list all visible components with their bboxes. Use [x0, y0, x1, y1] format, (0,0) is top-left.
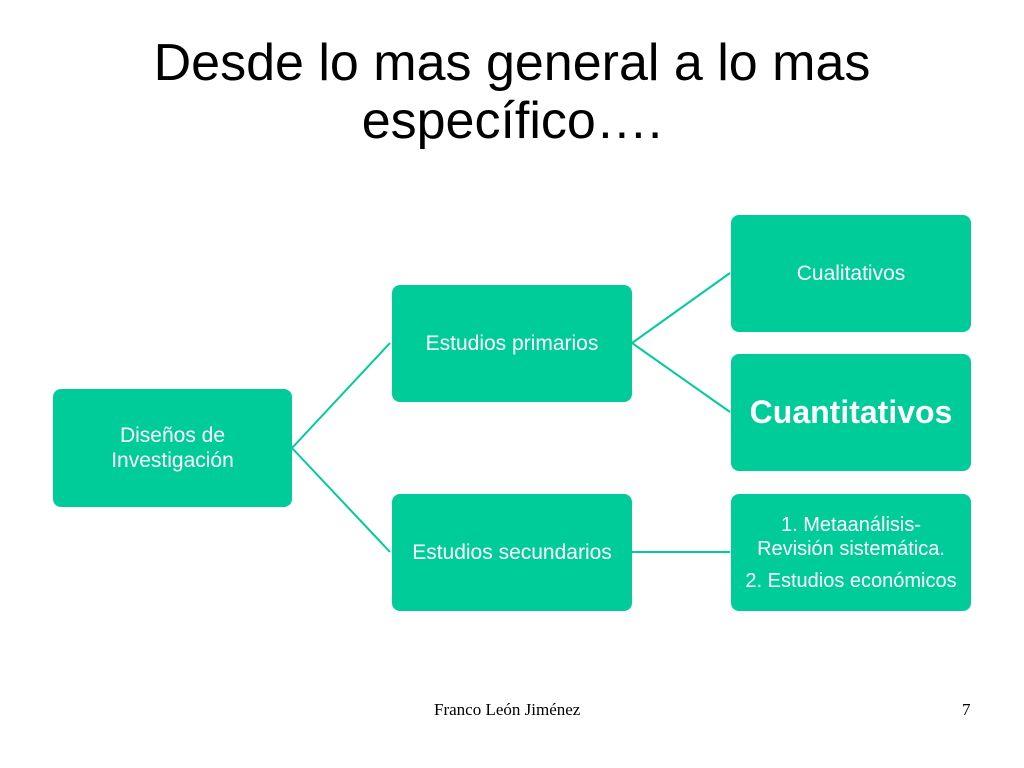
node-estudios-primarios: Estudios primarios [392, 285, 632, 402]
secondary-item-2: 2. Estudios económicos [745, 569, 957, 592]
node-cualitativos: Cualitativos [731, 215, 971, 332]
connector-primary-qualitative [631, 272, 731, 344]
node-disenos-investigacion: Diseños de Investigación [53, 389, 292, 507]
node-disenos-label: Diseños de Investigación [111, 424, 234, 472]
node-secondary-items: 1. Metaanálisis- Revisión sistemática. 2… [731, 494, 971, 611]
connector-primary-quantitative [631, 342, 731, 413]
connector-root-secondary [291, 447, 391, 553]
slide-title: Desde lo mas general a lo mas específico… [153, 34, 871, 150]
node-secundarios-label: Estudios secundarios [412, 541, 612, 564]
footer-author: Franco León Jiménez [434, 700, 581, 719]
node-estudios-secundarios: Estudios secundarios [392, 494, 632, 611]
connector-root-primary [291, 342, 391, 449]
secondary-item-1: 1. Metaanálisis- Revisión sistemática. [757, 513, 945, 560]
node-cualitativos-label: Cualitativos [796, 262, 906, 285]
node-cuantitativos: Cuantitativos [731, 354, 971, 471]
node-cuantitativos-label: Cuantitativos [749, 394, 953, 430]
node-primarios-label: Estudios primarios [425, 332, 599, 355]
page-number: 7 [962, 700, 971, 719]
